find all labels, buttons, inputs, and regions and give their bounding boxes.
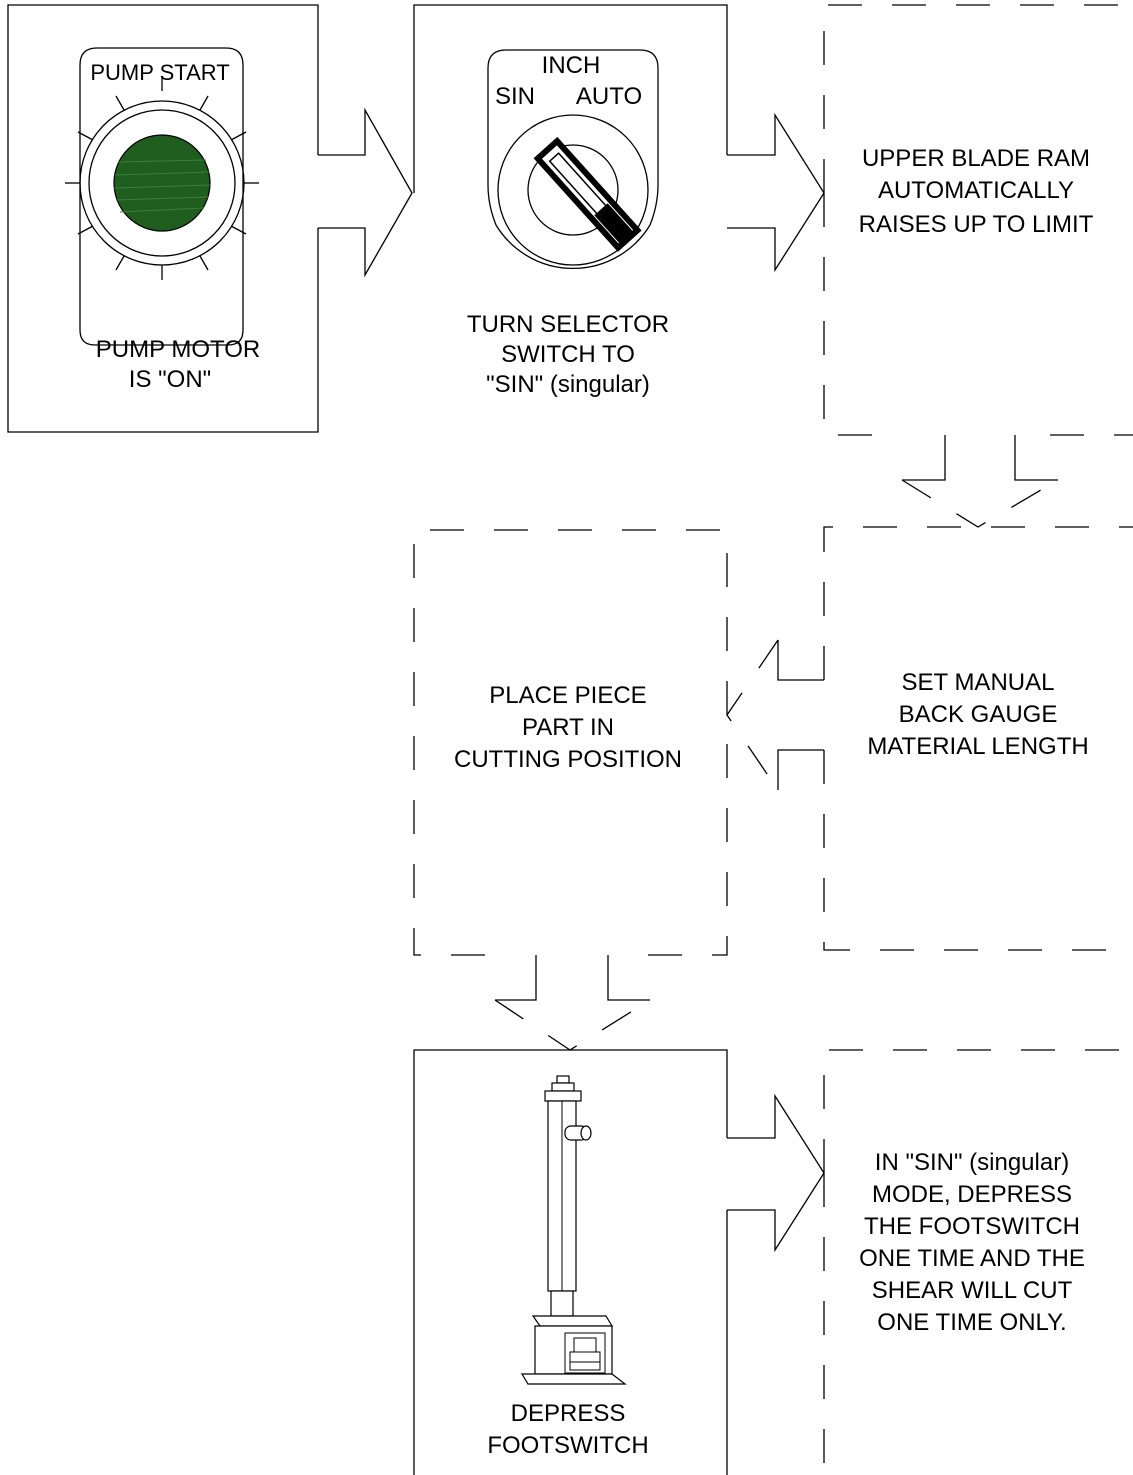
flow-arrow-left	[777, 640, 824, 681]
step-box-border	[823, 750, 1133, 951]
step-sin-mode-note: IN "SIN" (singular) MODE, DEPRESS THE FO…	[823, 1049, 1133, 1475]
step-box-border	[823, 526, 1133, 680]
step-caption-line: IS "ON"	[129, 366, 211, 393]
step-place-part: PLACE PIECE PART IN CUTTING POSITION	[413, 529, 728, 956]
step-caption-line: MODE, DEPRESS	[872, 1181, 1072, 1208]
flow-arrow-right	[318, 107, 413, 278]
step-caption-line: ONE TIME AND THE	[859, 1245, 1085, 1272]
sin-position-label: SIN	[495, 83, 535, 110]
step-caption-line: CUTTING POSITION	[454, 746, 682, 773]
selector-switch-icon	[487, 49, 659, 270]
flow-arrow-left-head	[726, 639, 779, 791]
step-ram-raises: UPPER BLADE RAM AUTOMATICALLY RAISES UP …	[823, 4, 1133, 436]
step-caption-line: AUTOMATICALLY	[878, 177, 1074, 204]
step-box-border	[413, 4, 728, 193]
flow-arrow-down	[607, 955, 650, 1001]
flow-arrow-down	[495, 955, 537, 1001]
pump-start-label: PUMP START	[90, 60, 229, 85]
step-caption-line: TURN SELECTOR	[467, 311, 669, 338]
step-caption-line: "SIN" (singular)	[486, 371, 650, 398]
inch-position-label: INCH	[542, 52, 601, 79]
step-depress-footswitch: DEPRESS FOOTSWITCH	[413, 1049, 728, 1475]
flow-arrow-right	[727, 1093, 825, 1253]
flow-arrow-down	[1014, 435, 1058, 481]
step-caption-line: RAISES UP TO LIMIT	[859, 211, 1094, 238]
step-set-back-gauge: SET MANUAL BACK GAUGE MATERIAL LENGTH	[823, 526, 1133, 951]
step-caption-line: MATERIAL LENGTH	[867, 733, 1088, 760]
step-pump-motor-on: PUMP START PUMP MOTOR IS "ON"	[7, 4, 319, 433]
step-box-border	[413, 1049, 728, 1475]
flow-arrow-down-head	[901, 479, 1059, 528]
flow-arrow-left	[777, 749, 824, 790]
step-box-border	[413, 529, 728, 956]
step-caption-line: THE FOOTSWITCH	[864, 1213, 1080, 1240]
step-box-border	[823, 1049, 1133, 1173]
step-caption-line: BACK GAUGE	[899, 701, 1058, 728]
step-box-border	[7, 4, 319, 433]
auto-position-label: AUTO	[576, 83, 642, 110]
step-caption-line: ONE TIME ONLY.	[877, 1309, 1066, 1336]
flow-arrow-down-head	[494, 999, 651, 1051]
step-caption-line: PUMP MOTOR	[96, 336, 260, 363]
step-caption-line: SET MANUAL	[902, 669, 1055, 696]
step-caption-line: UPPER BLADE RAM	[862, 145, 1090, 172]
step-caption-line: DEPRESS	[511, 1400, 626, 1427]
step-box-border	[823, 4, 1133, 193]
flow-arrow-down	[902, 435, 946, 481]
step-caption-line: SHEAR WILL CUT	[872, 1277, 1073, 1304]
step-caption-line: PART IN	[522, 714, 614, 741]
step-caption-line: SWITCH TO	[501, 341, 635, 368]
step-turn-selector: INCH SIN AUTO TURN SELECTOR SWITCH TO "S…	[413, 4, 728, 398]
step-caption-line: IN "SIN" (singular)	[875, 1149, 1069, 1176]
step-box-border	[823, 193, 900, 436]
step-box-border	[648, 715, 728, 956]
step-caption-line: PLACE PIECE	[489, 682, 646, 709]
flow-arrow-right	[727, 112, 825, 273]
footswitch-icon	[520, 1075, 627, 1385]
pilot-lamp-icon	[65, 47, 259, 346]
step-caption-line: FOOTSWITCH	[487, 1432, 648, 1459]
